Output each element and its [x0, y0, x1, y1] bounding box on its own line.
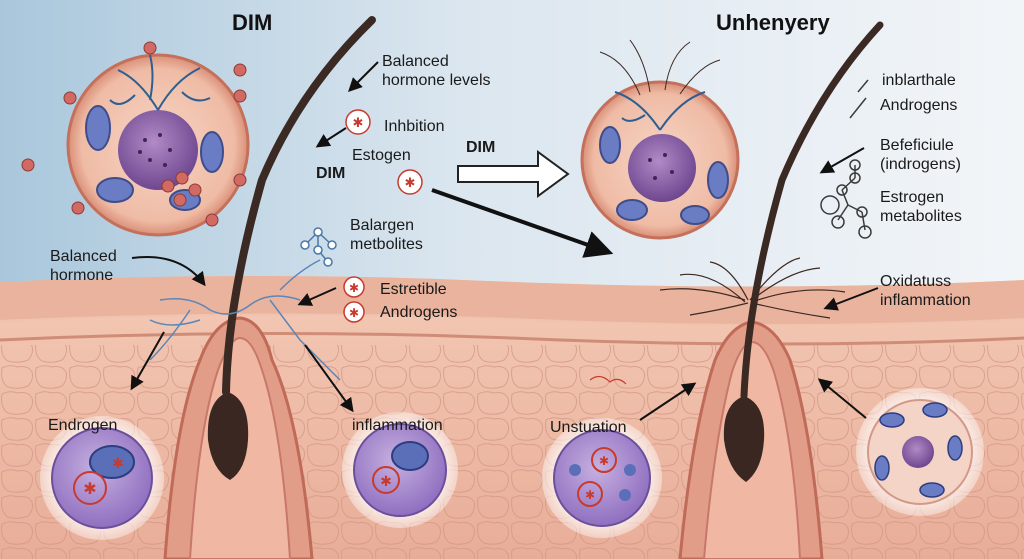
label-line: hormone levels [382, 72, 491, 89]
svg-text:✱: ✱ [585, 488, 595, 502]
label-beneficiule: Befeficiule (indrogens) [880, 136, 961, 174]
estrogen-marker-icon: ✱ ✱ ✱ ✱ [343, 109, 423, 323]
svg-text:✱: ✱ [83, 479, 96, 498]
label-balanced-hormone-levels: Balanced hormone levels [382, 52, 491, 90]
label-line: inflammation [880, 292, 971, 309]
title-right: Unhenyery [716, 10, 830, 35]
nerve-network [149, 259, 341, 381]
label-estrogen-metabolites: Estrogen metabolites [880, 188, 962, 226]
label-line: Balargen [350, 217, 415, 234]
label-inflammation: inflammation [352, 417, 443, 434]
svg-text:✱: ✱ [599, 454, 609, 468]
left-hair-bulb [207, 392, 249, 480]
label-line: Estrogen [880, 189, 945, 206]
label-endrogen: Endrogen [48, 417, 118, 434]
label-dim-small: DIM [316, 165, 346, 182]
label-balargen: Balargen metbolites [350, 216, 423, 254]
label-estogen: Estogen [352, 147, 411, 164]
svg-text:✱: ✱ [112, 456, 124, 472]
svg-text:✱: ✱ [349, 306, 359, 320]
label-line: Befeficiule [880, 137, 954, 154]
label-line: metbolites [350, 236, 423, 253]
label-androgens-left: Androgens [380, 304, 458, 321]
dim-arrow-icon [457, 150, 570, 198]
svg-text:✱: ✱ [405, 176, 416, 191]
label-unstuation: Unstuation [550, 419, 627, 436]
label-oxidatuss: Oxidatuss inflammation [880, 272, 971, 310]
label-line: Balanced [50, 248, 117, 265]
label-line: hormone [50, 267, 114, 284]
unstuation-cell: ✱ ✱ [542, 418, 662, 538]
right-molecule-icon [820, 159, 872, 239]
label-inblarthale: inblarthale [882, 72, 956, 89]
inflammation-squiggle [589, 375, 627, 385]
label-dim-arrow: DIM [466, 139, 496, 156]
label-estretible: Estretible [380, 281, 447, 298]
svg-text:✱: ✱ [349, 281, 359, 295]
label-androgens-right: Androgens [880, 97, 958, 114]
dermis-line [0, 331, 1024, 346]
label-line: Oxidatuss [880, 273, 952, 290]
hair-tuft [659, 257, 846, 319]
arrow-icon [130, 61, 879, 421]
label-line: (indrogens) [880, 156, 961, 173]
molecule-icon [300, 227, 337, 267]
hormone-particles [21, 41, 247, 227]
bottom-right-cell [856, 388, 984, 516]
label-line: metabolites [880, 208, 962, 225]
long-arrow-icon [431, 188, 614, 258]
top-left-cell [66, 53, 250, 237]
inflammation-cell: ✱ [342, 412, 458, 528]
svg-text:✱: ✱ [380, 474, 392, 490]
label-inhibition: Inhbition [384, 118, 445, 135]
title-left: DIM [232, 10, 273, 35]
top-right-cell [580, 39, 740, 240]
left-hair-strand [222, 16, 376, 396]
label-line: Balanced [382, 53, 449, 70]
right-hormone-marks [849, 79, 869, 119]
label-balanced-hormone: Balanced hormone [50, 247, 117, 285]
right-hair-bulb [723, 396, 765, 482]
endrogen-cell: ✱ ✱ [40, 416, 164, 540]
right-hair-strand [740, 21, 884, 400]
svg-text:✱: ✱ [353, 116, 364, 131]
